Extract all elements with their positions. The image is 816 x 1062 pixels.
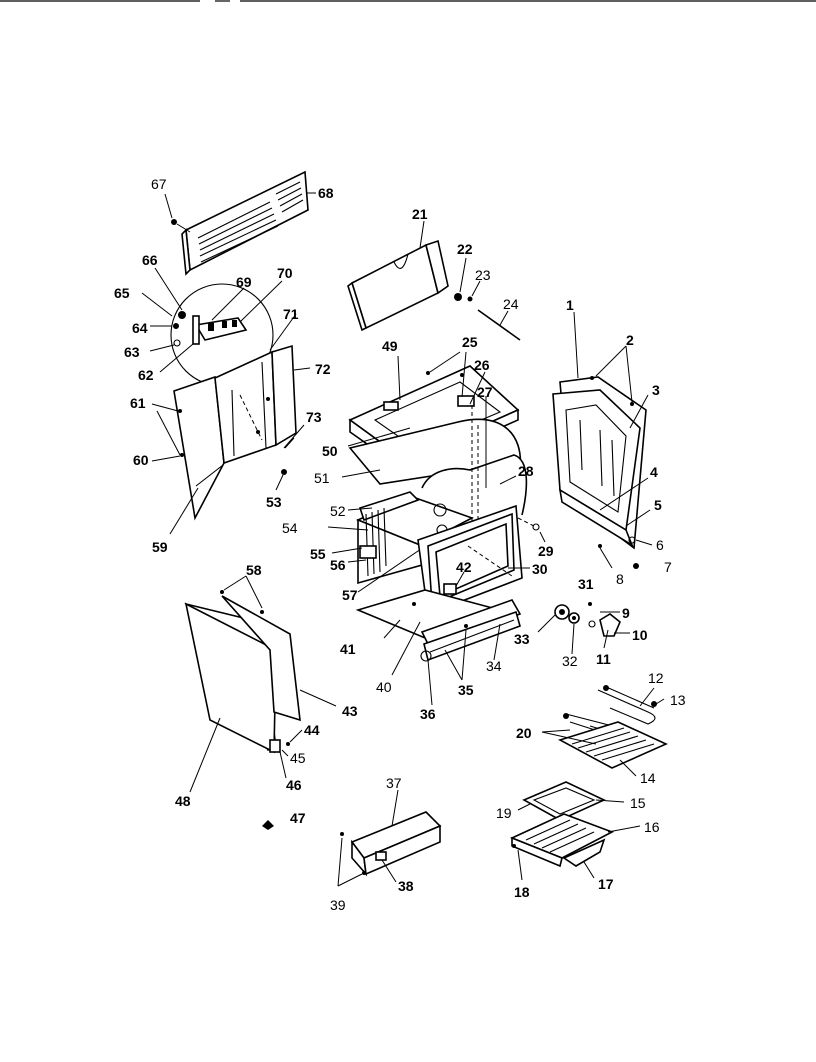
part-label-26: 26: [474, 357, 490, 373]
screw-67: [164, 193, 191, 233]
part-label-22: 22: [457, 241, 473, 257]
part-label-11: 11: [596, 651, 611, 667]
top-vent-21: [347, 220, 449, 332]
part-label-49: 49: [382, 338, 398, 354]
part-label-3: 3: [652, 382, 660, 398]
part-label-58: 58: [246, 562, 262, 578]
part-label-20: 20: [516, 725, 532, 741]
part-label-29: 29: [538, 543, 554, 559]
part-label-13: 13: [670, 692, 686, 708]
part-label-64: 64: [132, 320, 148, 336]
part-label-45: 45: [290, 750, 306, 766]
part-label-31: 31: [578, 576, 594, 592]
part-label-59: 59: [152, 539, 168, 555]
part-label-19: 19: [496, 805, 512, 821]
part-label-51: 51: [314, 470, 330, 486]
part-label-63: 63: [124, 344, 140, 360]
part-label-23: 23: [475, 267, 491, 283]
oven-liner: [421, 396, 528, 540]
part-label-17: 17: [598, 876, 614, 892]
part-label-72: 72: [315, 361, 331, 377]
part-label-28: 28: [518, 463, 534, 479]
part-label-6: 6: [656, 537, 664, 553]
part-label-32: 32: [562, 653, 578, 669]
part-label-66: 66: [142, 252, 158, 268]
part-label-25: 25: [462, 334, 478, 350]
drawer: [337, 789, 442, 887]
part-label-70: 70: [277, 265, 293, 281]
part-label-7: 7: [664, 559, 672, 575]
back-panel: [181, 170, 309, 276]
knob-parts: [537, 602, 630, 655]
part-label-35: 35: [458, 682, 474, 698]
part-label-27: 27: [477, 384, 493, 400]
part-label-56: 56: [330, 557, 346, 573]
part-label-38: 38: [398, 878, 414, 894]
part-label-48: 48: [175, 793, 191, 809]
part-label-1: 1: [566, 297, 574, 313]
part-label-12: 12: [648, 670, 664, 686]
part-label-65: 65: [114, 285, 130, 301]
side-bracket: [214, 313, 311, 491]
part-label-50: 50: [322, 443, 338, 459]
part-label-36: 36: [420, 706, 436, 722]
part-label-4: 4: [650, 464, 658, 480]
part-label-71: 71: [283, 306, 299, 322]
part-label-68: 68: [318, 185, 334, 201]
side-panel-left: [151, 375, 225, 535]
part-label-34: 34: [486, 658, 502, 674]
part-label-24: 24: [503, 296, 519, 312]
part-label-14: 14: [640, 770, 656, 786]
part-label-21: 21: [412, 206, 428, 222]
part-label-60: 60: [133, 452, 149, 468]
part-label-67: 67: [151, 176, 167, 192]
part-label-39: 39: [330, 897, 346, 913]
part-label-42: 42: [456, 559, 472, 575]
part-label-69: 69: [236, 274, 252, 290]
part-label-54: 54: [282, 520, 298, 536]
part-label-52: 52: [330, 503, 346, 519]
hardware-22-24: [454, 257, 521, 341]
part-label-30: 30: [532, 561, 548, 577]
oven-racks: [509, 685, 668, 881]
part-label-16: 16: [644, 819, 660, 835]
part-label-40: 40: [376, 679, 392, 695]
part-label-57: 57: [342, 587, 358, 603]
part-label-43: 43: [342, 703, 358, 719]
part-label-44: 44: [304, 722, 320, 738]
part-label-2: 2: [626, 332, 634, 348]
part-label-15: 15: [630, 795, 646, 811]
part-labels: 67 68 66 65 64 63 62 69 70 71 72 73 61 6…: [114, 176, 686, 913]
part-label-10: 10: [632, 627, 648, 643]
right-side-panel: [552, 311, 653, 569]
part-label-37: 37: [386, 775, 402, 791]
part-label-18: 18: [514, 884, 530, 900]
part-label-9: 9: [622, 605, 630, 621]
part-label-8: 8: [616, 571, 624, 587]
part-label-33: 33: [514, 631, 530, 647]
part-label-73: 73: [306, 409, 322, 425]
part-label-61: 61: [130, 395, 146, 411]
part-label-53: 53: [266, 494, 282, 510]
oven-bottom: [355, 589, 522, 706]
part-label-47: 47: [290, 810, 306, 826]
part-label-62: 62: [138, 367, 154, 383]
left-outer-panel: [184, 575, 337, 830]
oven-front-frame: [417, 504, 546, 616]
part-label-46: 46: [286, 777, 302, 793]
part-label-55: 55: [310, 546, 326, 562]
part-label-5: 5: [654, 497, 662, 513]
part-label-41: 41: [340, 641, 356, 657]
